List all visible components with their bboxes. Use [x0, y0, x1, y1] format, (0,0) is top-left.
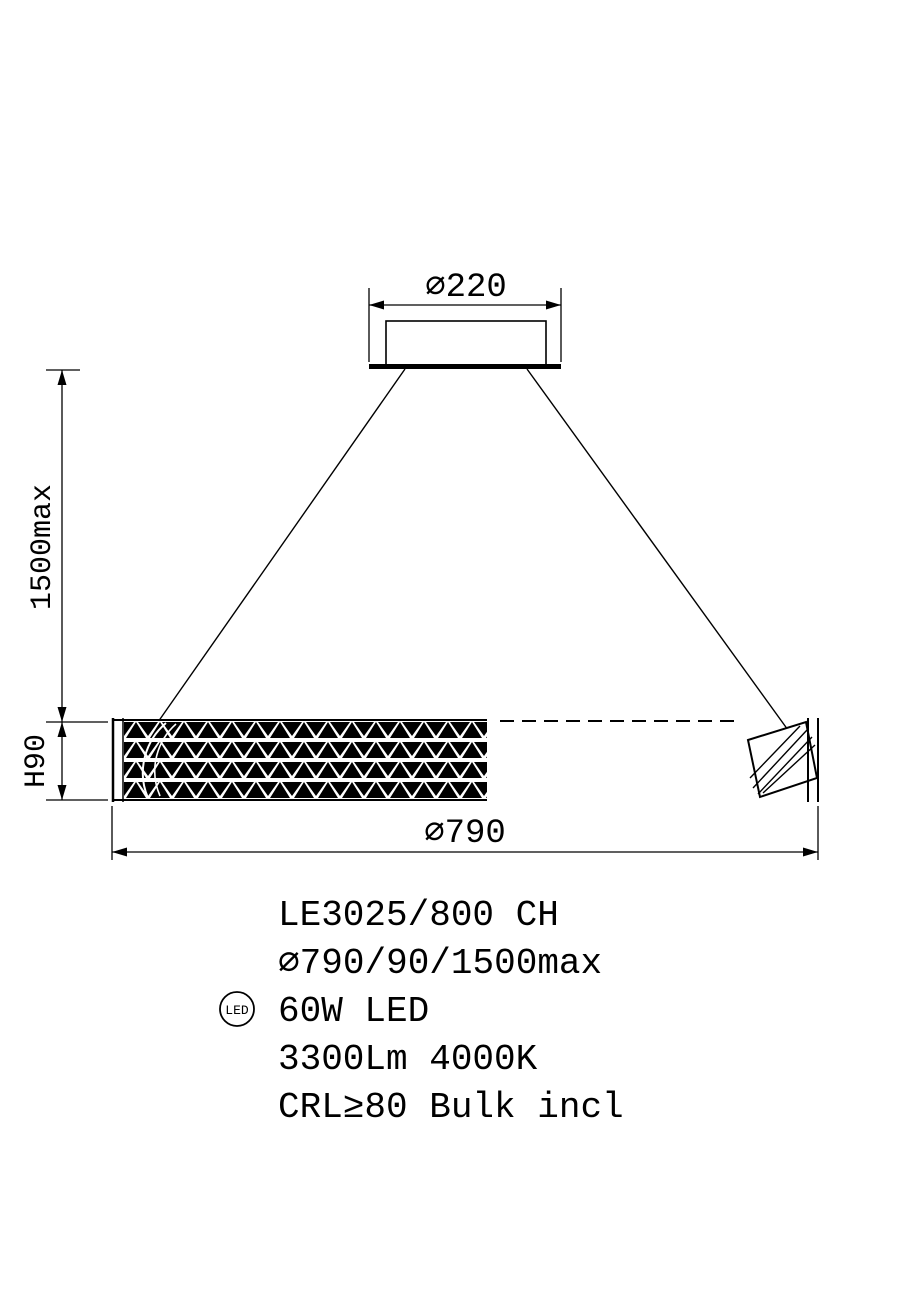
fixture-height-label: H90	[20, 734, 54, 788]
spec-dimensions: ⌀790/90/1500max	[278, 943, 602, 984]
dimension-ring-diameter	[111, 806, 819, 860]
led-badge: LED	[219, 991, 255, 1027]
dimension-fixture-height	[46, 721, 108, 801]
canopy-diameter-label: ⌀220	[425, 269, 507, 307]
led-badge-label: LED	[225, 1003, 249, 1018]
suspension-height-label: 1500max	[26, 484, 60, 610]
spec-output: 3300Lm 4000K	[278, 1039, 538, 1080]
spec-cri: CRL≥80 Bulk incl	[278, 1087, 624, 1128]
ring-diameter-label: ⌀790	[424, 815, 506, 853]
spec-power: 60W LED	[278, 991, 429, 1032]
ring-band	[111, 718, 487, 802]
dimension-canopy-diameter	[368, 288, 562, 362]
suspension-wires	[157, 368, 789, 731]
spec-model: LE3025/800 CH	[278, 895, 559, 936]
spec-block: LE3025/800 CH ⌀790/90/1500max 60W LED 33…	[219, 895, 624, 1128]
canopy	[369, 320, 561, 369]
dimension-suspension-height	[46, 369, 80, 722]
ring-far-segment	[746, 718, 819, 802]
